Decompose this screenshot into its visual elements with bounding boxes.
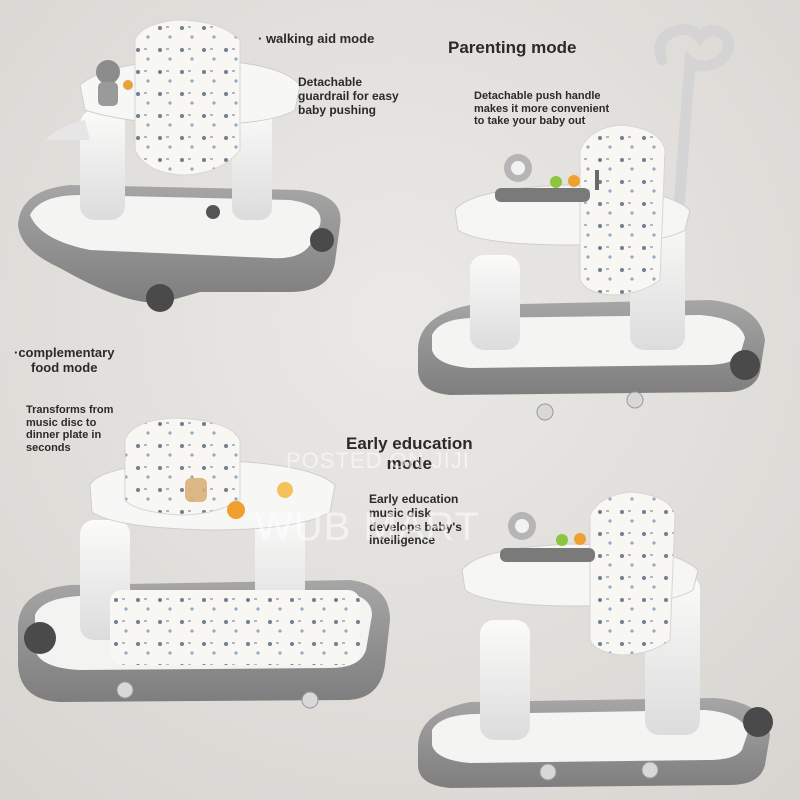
desc-line: seconds — [26, 441, 71, 454]
desc-line: Detachable — [298, 75, 363, 89]
walker-food-mode — [18, 417, 390, 709]
desc-line: baby pushing — [298, 102, 376, 117]
music-disk-toys — [495, 154, 599, 202]
title-line: ·complementary — [14, 345, 115, 360]
title-line: Early education — [346, 434, 473, 453]
wheel — [310, 228, 334, 252]
wheel — [206, 205, 220, 219]
education-desc: Early education music disk develops baby… — [369, 492, 462, 548]
walker-walking-aid-mode — [18, 19, 341, 312]
desc-line: music disk — [369, 505, 432, 520]
food-mode-desc: Transforms from music disc to dinner pla… — [26, 404, 113, 455]
walker-parenting-mode — [418, 24, 765, 421]
desc-line: intelligence — [369, 533, 436, 548]
desc-line: to take your baby out — [474, 115, 586, 128]
wheel — [24, 622, 56, 654]
wheel — [730, 350, 760, 380]
toy-figure — [96, 60, 133, 106]
parenting-title: Parenting mode — [448, 38, 577, 57]
wheel — [536, 403, 554, 421]
push-handle — [654, 24, 735, 226]
parenting-desc: Detachable push handle makes it more con… — [474, 90, 609, 128]
walking-aid-title: · walking aid mode — [258, 31, 375, 46]
wheel — [641, 761, 659, 779]
music-disk-toys — [500, 512, 595, 562]
desc-line: dinner plate in — [26, 429, 102, 442]
wheel — [146, 284, 174, 312]
walking-aid-desc: Detachable guardrail for easy baby pushi… — [298, 75, 399, 117]
wheel — [539, 763, 557, 781]
desc-line: Transforms from — [26, 404, 114, 416]
wheel — [626, 391, 644, 409]
desc-line: music disc to — [26, 416, 97, 429]
food-items — [185, 478, 293, 519]
desc-line: develops baby's — [369, 519, 462, 534]
walker-education-mode — [418, 491, 773, 788]
education-title: Early education mode — [346, 434, 473, 473]
title-line: mode — [386, 453, 432, 473]
watermark-brand: WUB MART — [255, 505, 481, 549]
wheel — [301, 691, 319, 709]
wheel — [116, 681, 134, 699]
wheel — [743, 707, 773, 737]
desc-line: guardrail for easy — [298, 88, 399, 103]
food-mode-title: ·complementary food mode — [14, 345, 115, 376]
desc-line: Detachable push handle — [474, 90, 601, 102]
watermark-posted-on: POSTED ON JIJI — [286, 448, 470, 473]
title-line: food mode — [30, 359, 98, 375]
desc-line: makes it more convenient — [474, 102, 610, 115]
desc-line: Early education — [369, 492, 459, 506]
